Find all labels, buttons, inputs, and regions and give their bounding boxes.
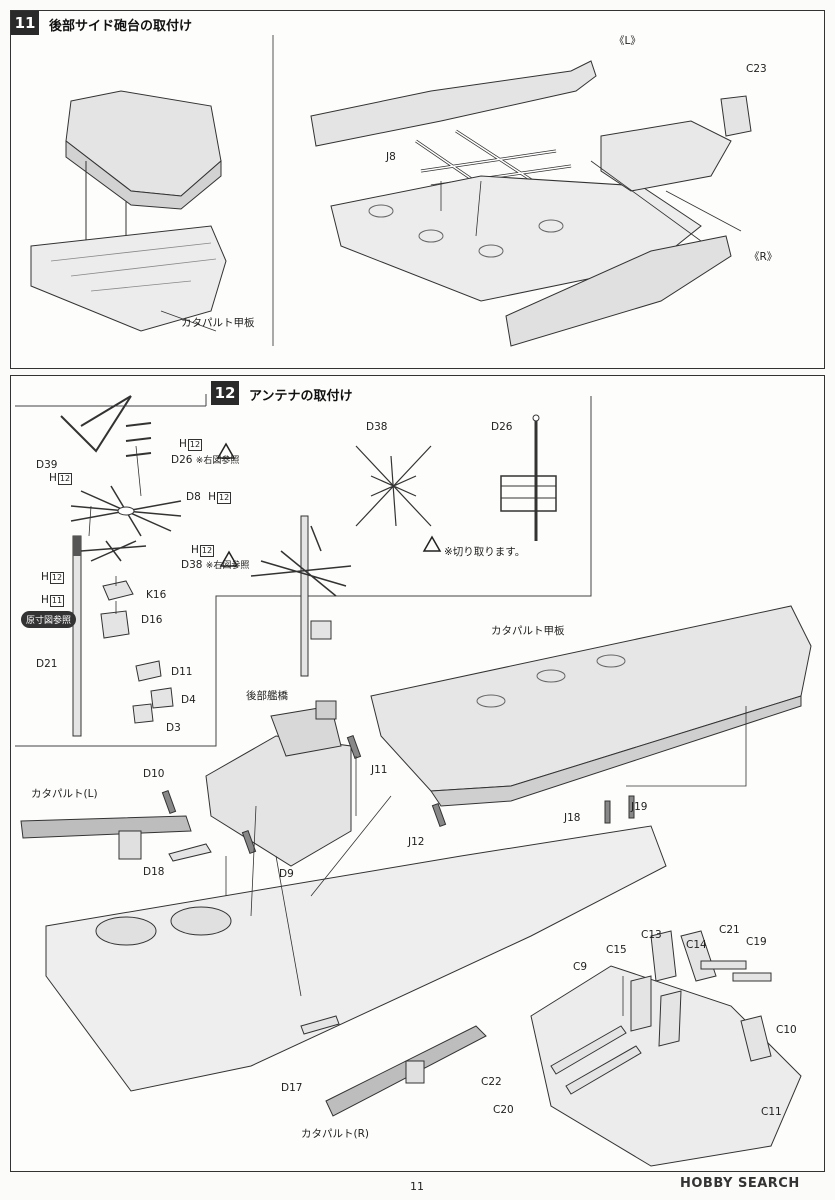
fullsize-diagram-badge: 原寸図参照: [21, 611, 77, 628]
label-catapult-r: カタパルト(R): [301, 1128, 369, 1140]
label-k16: K16: [146, 589, 167, 601]
step-11-panel: 11 後部サイド砲台の取付け 《L》 C23 J8 《R》: [10, 10, 825, 369]
step-11-diagram: [30, 35, 752, 347]
label-c15: C15: [606, 944, 627, 956]
h-number: 12: [217, 492, 232, 504]
label-c22: C22: [481, 1076, 502, 1088]
h-number: 12: [187, 439, 203, 451]
label-c10: C10: [776, 1024, 797, 1036]
h-label: H: [208, 491, 217, 503]
label-d3: D3: [166, 722, 181, 734]
label-catapult-deck-main: カタパルト甲板: [491, 625, 565, 637]
label-c20: C20: [493, 1104, 514, 1116]
label-c11: C11: [761, 1106, 782, 1118]
label-d21: D21: [36, 658, 58, 670]
label-detail-d38: D38: [366, 421, 388, 433]
label-detail-d26: D26: [491, 421, 513, 433]
label-j19: J19: [631, 801, 648, 813]
d26-note: ※右図参照: [195, 456, 240, 466]
label-d4: D4: [181, 694, 196, 706]
step-12-panel: 12 アンテナの取付け: [10, 375, 825, 1172]
d8-label: D8: [186, 491, 201, 503]
label-cut-note: ※切り取ります。: [444, 546, 526, 558]
label-d11: D11: [171, 666, 193, 678]
h-label: H: [49, 472, 57, 484]
h-number: 11: [49, 595, 65, 607]
label-catapult-l: カタパルト(L): [31, 788, 98, 800]
h-number: 12: [199, 545, 215, 557]
label-j12: J12: [408, 836, 425, 848]
page-number: 11: [410, 1180, 424, 1193]
step-11-number: 11: [11, 11, 39, 35]
label-j18: J18: [564, 812, 581, 824]
label-d10: D10: [143, 768, 165, 780]
label-d9: D9: [279, 868, 294, 880]
label-d16: D16: [141, 614, 163, 626]
label-d39: D39: [36, 459, 58, 471]
label-rear-bridge: 後部艦橋: [246, 690, 288, 702]
step-12-title: アンテナの取付け: [249, 389, 353, 404]
brand-watermark: HOBBY SEARCH: [680, 1176, 800, 1191]
label-side-r: 《R》: [749, 251, 778, 263]
d38-note: ※右図参照: [205, 561, 250, 571]
h-number: 12: [57, 473, 73, 485]
label-d18: D18: [143, 866, 165, 878]
label-d17: D17: [281, 1082, 303, 1094]
label-c23: C23: [746, 63, 767, 75]
d38-label: D38: [181, 559, 203, 571]
label-catapult-deck: カタパルト甲板: [181, 317, 255, 329]
step-11-title: 後部サイド砲台の取付け: [49, 19, 193, 34]
label-j8: J8: [386, 151, 396, 163]
label-c13: C13: [641, 929, 662, 941]
label-c21: C21: [719, 924, 740, 936]
step-12-diagram: [15, 394, 812, 1167]
h-label: H: [191, 544, 199, 556]
h-label: H: [41, 594, 49, 606]
label-c19: C19: [746, 936, 767, 948]
d26-label: D26: [171, 454, 193, 466]
step-12-number: 12: [211, 381, 239, 405]
label-d26: D26 ※右図参照: [171, 453, 239, 466]
h-number: 12: [49, 572, 65, 584]
h-label: H: [41, 571, 49, 583]
label-j11: J11: [371, 764, 388, 776]
label-c9: C9: [573, 961, 588, 973]
label-side-l: 《L》: [614, 35, 641, 47]
label-d38: D38 ※右図参照: [181, 558, 249, 571]
h-label: H: [179, 438, 187, 450]
label-c14: C14: [686, 939, 707, 951]
